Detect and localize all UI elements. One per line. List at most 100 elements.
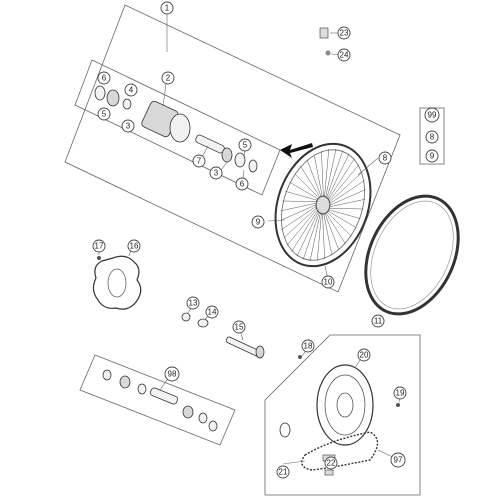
callout-18: 18 xyxy=(301,339,315,353)
svg-text:10: 10 xyxy=(324,278,333,287)
kit-spacer-1 xyxy=(137,383,147,395)
svg-text:19: 19 xyxy=(396,389,405,398)
spoke xyxy=(328,208,364,210)
svg-text:24: 24 xyxy=(340,51,349,60)
spoke xyxy=(283,206,318,239)
callout-22: 22 xyxy=(324,456,338,470)
sprocket-center xyxy=(336,392,354,418)
callout-19: 19 xyxy=(393,386,407,400)
kit-sleeve xyxy=(150,387,178,405)
svg-text:5: 5 xyxy=(102,110,107,119)
callout-4: 4 xyxy=(124,83,138,97)
callout-8: 8 xyxy=(425,130,439,144)
svg-text:5: 5 xyxy=(243,141,248,150)
spoke xyxy=(321,150,324,198)
axle-kit-frame xyxy=(79,354,236,446)
spoke xyxy=(324,149,330,198)
spoke xyxy=(325,148,337,198)
hub-parts xyxy=(94,85,258,173)
spoke xyxy=(286,208,318,246)
washer-axle xyxy=(197,318,209,328)
callout-98: 98 xyxy=(164,366,180,382)
callout-3: 3 xyxy=(121,119,135,133)
spoke xyxy=(323,212,333,256)
svg-text:1: 1 xyxy=(165,4,170,13)
spokes xyxy=(280,148,366,262)
svg-text:15: 15 xyxy=(235,323,244,332)
spoke xyxy=(325,212,346,245)
callout-16: 16 xyxy=(127,239,141,253)
spoke xyxy=(326,211,352,237)
svg-text:6: 6 xyxy=(102,74,107,83)
svg-text:3: 3 xyxy=(126,122,131,131)
callout-7: 7 xyxy=(192,154,206,168)
spoke xyxy=(285,191,319,201)
svg-text:99: 99 xyxy=(428,111,437,120)
callout-14: 14 xyxy=(205,305,219,319)
spoke xyxy=(328,189,366,206)
spoke xyxy=(324,212,340,251)
svg-text:2: 2 xyxy=(166,74,171,83)
valve-cap xyxy=(325,50,331,56)
kit-spacer-2 xyxy=(208,420,218,432)
spoke xyxy=(313,154,323,198)
callout-6: 6 xyxy=(97,71,111,85)
sprocket-screw xyxy=(298,355,302,359)
wheel-hub-center xyxy=(315,195,331,215)
callout-10: 10 xyxy=(321,275,335,289)
spoke xyxy=(280,204,318,221)
bearing-left xyxy=(106,89,120,107)
spoke xyxy=(328,198,366,208)
front-sprocket xyxy=(279,422,291,438)
svg-text:13: 13 xyxy=(189,299,198,308)
spoke xyxy=(289,181,319,200)
svg-text:21: 21 xyxy=(279,468,288,477)
brake-disc-center xyxy=(107,268,127,298)
hub-flange xyxy=(169,113,191,143)
svg-text:9: 9 xyxy=(256,218,261,227)
spoke xyxy=(326,153,350,200)
spoke xyxy=(322,212,325,260)
spoke xyxy=(291,209,319,252)
spindle-head xyxy=(255,345,265,359)
svg-text:14: 14 xyxy=(208,308,217,317)
svg-text:6: 6 xyxy=(240,180,245,189)
svg-text:8: 8 xyxy=(383,154,388,163)
svg-text:7: 7 xyxy=(197,157,202,166)
callout-11: 11 xyxy=(371,314,385,328)
rotation-direction-arrow xyxy=(280,143,313,158)
svg-text:11: 11 xyxy=(374,317,383,326)
svg-text:22: 22 xyxy=(327,459,336,468)
rear-sprocket xyxy=(316,364,374,446)
svg-text:23: 23 xyxy=(340,29,349,38)
callout-5: 5 xyxy=(238,138,252,152)
svg-text:3: 3 xyxy=(214,169,219,178)
spoke xyxy=(316,212,322,261)
spoke xyxy=(328,171,363,204)
kit-bearing-2 xyxy=(182,405,194,419)
callout-1: 1 xyxy=(160,1,174,15)
spoke xyxy=(309,212,321,262)
brake-disc-screw xyxy=(97,256,101,260)
callout-99: 99 xyxy=(424,107,440,123)
svg-text:18: 18 xyxy=(304,342,313,351)
svg-text:8: 8 xyxy=(430,133,435,142)
spoke xyxy=(281,205,318,230)
spoke xyxy=(282,200,318,202)
callout-97: 97 xyxy=(390,452,406,468)
spoke xyxy=(328,164,360,202)
spoke xyxy=(327,209,361,219)
chain xyxy=(301,431,379,471)
sprocket-nut xyxy=(396,403,400,407)
wheel xyxy=(274,142,372,268)
spoke xyxy=(302,211,320,260)
kit-seal-2 xyxy=(198,412,208,424)
svg-text:98: 98 xyxy=(168,370,177,379)
chain-lock-clip xyxy=(324,469,334,476)
sprocket-ring xyxy=(324,374,366,436)
spoke xyxy=(326,150,344,199)
callout-17: 17 xyxy=(92,239,106,253)
svg-text:97: 97 xyxy=(394,456,403,465)
spoke xyxy=(327,210,357,229)
